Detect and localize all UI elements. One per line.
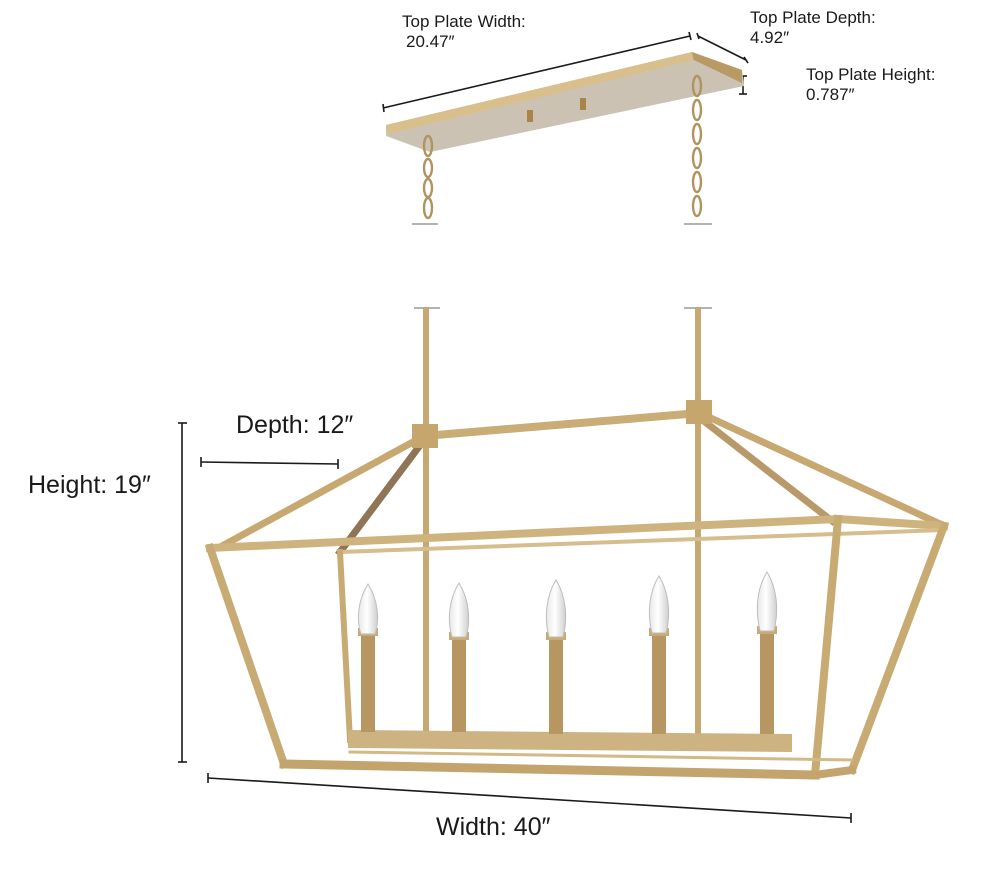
- top-plate-width-title: Top Plate Width:: [402, 12, 526, 31]
- bulb-1: [357, 583, 379, 732]
- bulb-2: [448, 582, 470, 732]
- top-plate-height-value: 0.787″: [806, 84, 855, 104]
- ceiling-plate: [386, 52, 744, 152]
- top-plate-height-label: Top Plate Height: 0.787″: [806, 65, 935, 104]
- depth-label: Depth: 12″: [236, 411, 354, 439]
- top-plate-depth-value: 4.92″: [750, 27, 790, 47]
- top-plate-width-value: 20.47″: [406, 31, 455, 51]
- candle-bulbs: [357, 571, 778, 734]
- bulb-5: [756, 571, 778, 734]
- top-plate-width-label: Top Plate Width: 20.47″: [402, 12, 526, 51]
- dimension-lines: [382, 31, 749, 113]
- bulb-3: [545, 579, 567, 734]
- bulb-4: [648, 575, 670, 734]
- lantern-frame: [204, 307, 950, 780]
- top-plate-depth-label: Top Plate Depth: 4.92″: [750, 8, 876, 47]
- width-label: Width: 40″: [436, 813, 551, 841]
- chains: [422, 74, 703, 220]
- top-plate-height-title: Top Plate Height:: [806, 65, 936, 84]
- top-plate-depth-title: Top Plate Depth:: [750, 8, 876, 27]
- height-label: Height: 19″: [28, 471, 151, 499]
